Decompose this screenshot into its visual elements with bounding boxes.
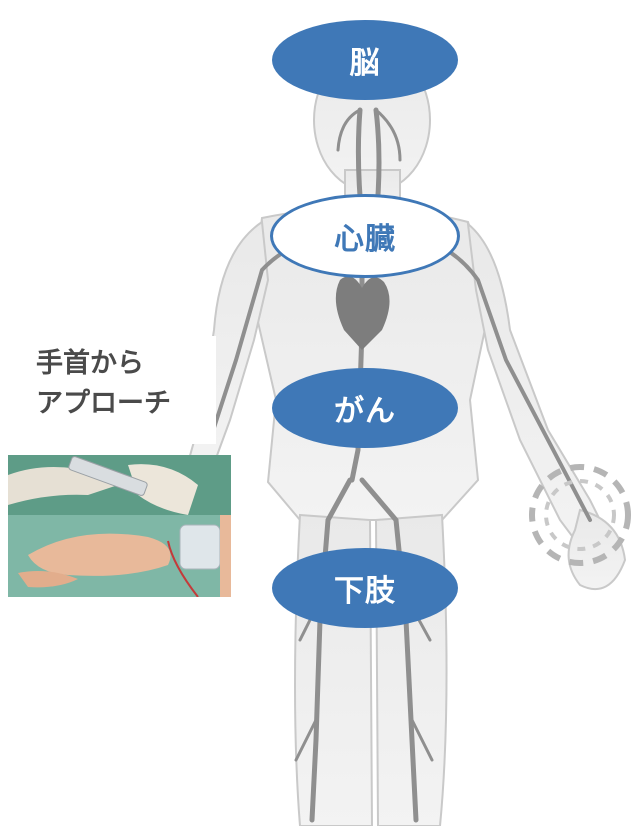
- label-brain: 脳: [272, 20, 458, 100]
- label-lower-limb: 下肢: [272, 548, 458, 628]
- approach-line-2: アプローチ: [36, 384, 216, 424]
- wrist-procedure-photo: [8, 455, 231, 597]
- approach-line-1: 手首から: [36, 344, 216, 384]
- wrist-approach-caption: 手首から アプローチ: [18, 336, 216, 444]
- label-cancer: がん: [272, 368, 458, 448]
- label-heart: 心臓: [270, 194, 460, 278]
- wrist-pulse-ring: [520, 450, 640, 580]
